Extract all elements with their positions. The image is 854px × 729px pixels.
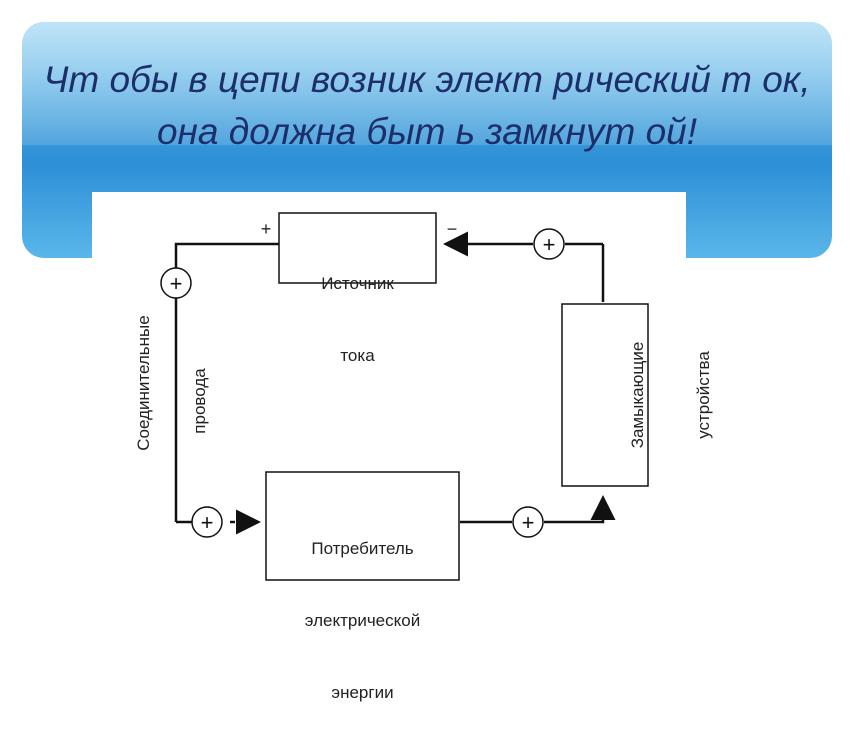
- charge-symbol-bottom-right: +: [522, 510, 535, 535]
- wire-source-left: [174, 242, 279, 268]
- direction-arrows: [230, 495, 616, 535]
- charge-symbol-bottom-left: +: [201, 510, 214, 535]
- consumer-line-3: энергии: [331, 683, 394, 702]
- charge-circles: [160, 228, 565, 538]
- current-source-line-2: тока: [340, 346, 375, 365]
- switch-label: Замыкающие устройства: [583, 311, 713, 479]
- current-source-line-1: Источник: [321, 274, 394, 293]
- charge-circle-bottom-right: [512, 506, 544, 538]
- minus-terminal: −: [447, 219, 458, 239]
- charge-symbol-top-right: +: [543, 232, 556, 257]
- slide-title: Чт обы в цепи возник элект рический т ок…: [22, 54, 832, 158]
- circuit-diagram: + + + + + −: [160, 212, 649, 581]
- wire-label-line-1: Соединительные: [134, 315, 153, 451]
- consumer-line-1: Потребитель: [311, 539, 414, 558]
- switch-line-2: устройства: [694, 351, 713, 439]
- switch-line-1: Замыкающие: [628, 341, 647, 449]
- current-source-box: [278, 212, 437, 284]
- wire-bottom-right: [544, 504, 605, 524]
- consumer-label: Потребитель электрической энергии: [266, 489, 459, 729]
- consumer-line-2: электрической: [304, 611, 421, 630]
- charge-circle-top-right: [533, 228, 565, 260]
- charge-circle-bottom-left: [191, 506, 223, 538]
- title-line-2: она должна быт ь замкнут ой!: [156, 111, 698, 152]
- charge-circle-left: [160, 267, 192, 299]
- title-line-1: Чт обы в цепи возник элект рический т ок…: [43, 59, 811, 100]
- charge-symbol-left: +: [170, 271, 183, 296]
- charge-symbols: + + + +: [170, 232, 556, 535]
- banner-gloss: [22, 22, 832, 145]
- switch-box: [561, 303, 649, 487]
- current-source-label: Источник тока: [279, 224, 436, 392]
- plus-terminal: +: [261, 219, 272, 239]
- wire-label-line-2: провода: [190, 368, 209, 434]
- terminal-signs: + −: [261, 219, 458, 239]
- consumer-box: [265, 471, 460, 581]
